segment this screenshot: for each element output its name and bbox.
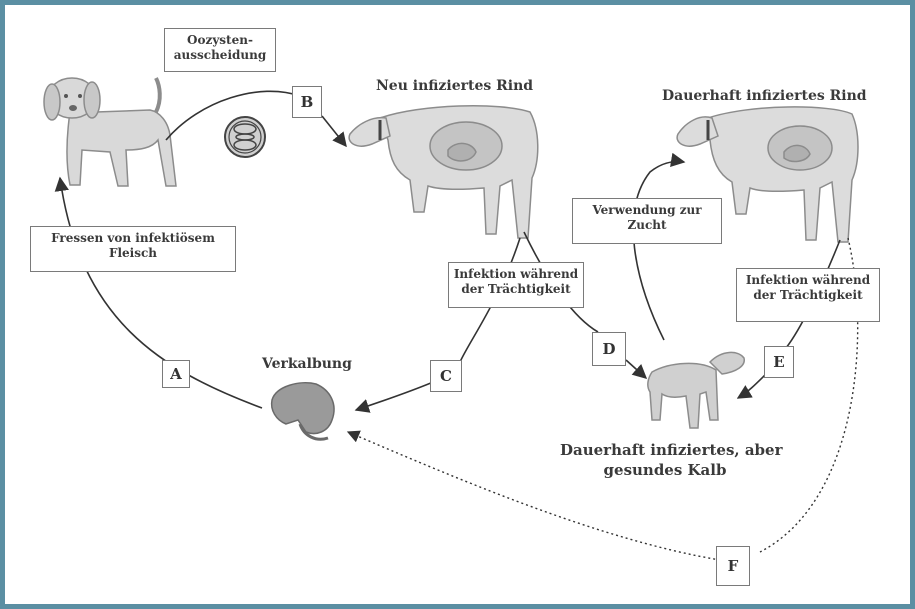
box-line: Infektion während <box>449 267 583 282</box>
box-infection-during-pregnancy-1: Infektion während der Trächtigkeit <box>448 262 584 308</box>
box-breeding-use: Verwendung zur Zucht <box>572 198 722 244</box>
dog-icon <box>44 78 176 186</box>
box-line: der Trächtigkeit <box>737 288 879 303</box>
box-oocyst-shedding: Oozysten- ausscheidung <box>164 28 276 72</box>
box-line: Verwendung zur <box>573 203 721 218</box>
box-line: Zucht <box>573 218 721 233</box>
label-f: F <box>716 546 750 586</box>
calf-title-line-1: Dauerhaft infiziertes, aber <box>560 440 770 460</box>
arrow-e-to-calf <box>738 374 766 398</box>
label-c: C <box>430 360 462 392</box>
cow-icon <box>349 106 538 238</box>
box-line: Fressen von infektiösem <box>31 231 235 246</box>
calf-title-line-2: gesundes Kalb <box>560 460 770 480</box>
arrow-a-to-dog <box>60 178 262 408</box>
arrow-d-to-calf <box>626 360 646 378</box>
aborted-fetus-icon <box>272 383 334 439</box>
box-eating-infected-meat: Fressen von infektiösem Fleisch <box>30 226 236 272</box>
label-b: B <box>292 86 322 118</box>
calf-icon <box>648 352 744 428</box>
oocyst-icon <box>225 117 265 157</box>
box-infection-during-pregnancy-2: Infektion während der Trächtigkeit <box>736 268 880 322</box>
box-line: Fleisch <box>31 246 235 261</box>
box-line: der Trächtigkeit <box>449 282 583 297</box>
arrow-calf-to-cow2 <box>633 161 684 340</box>
box-line: Oozysten- <box>165 33 275 48</box>
box-line: ausscheidung <box>165 48 275 63</box>
label-d: D <box>592 332 626 366</box>
label-e: E <box>764 346 794 378</box>
arrow-c-to-abortion <box>356 380 438 410</box>
box-line: Infektion während <box>737 273 879 288</box>
title-persistently-infected-cow: Dauerhaft infiziertes Rind <box>662 88 867 104</box>
label-a: A <box>162 360 190 388</box>
title-abortion: Verkalbung <box>262 356 352 372</box>
title-newly-infected-cow: Neu infiziertes Rind <box>376 78 533 94</box>
title-calf: Dauerhaft infiziertes, aber gesundes Kal… <box>560 440 770 480</box>
arrow-b-to-cow <box>322 116 346 146</box>
